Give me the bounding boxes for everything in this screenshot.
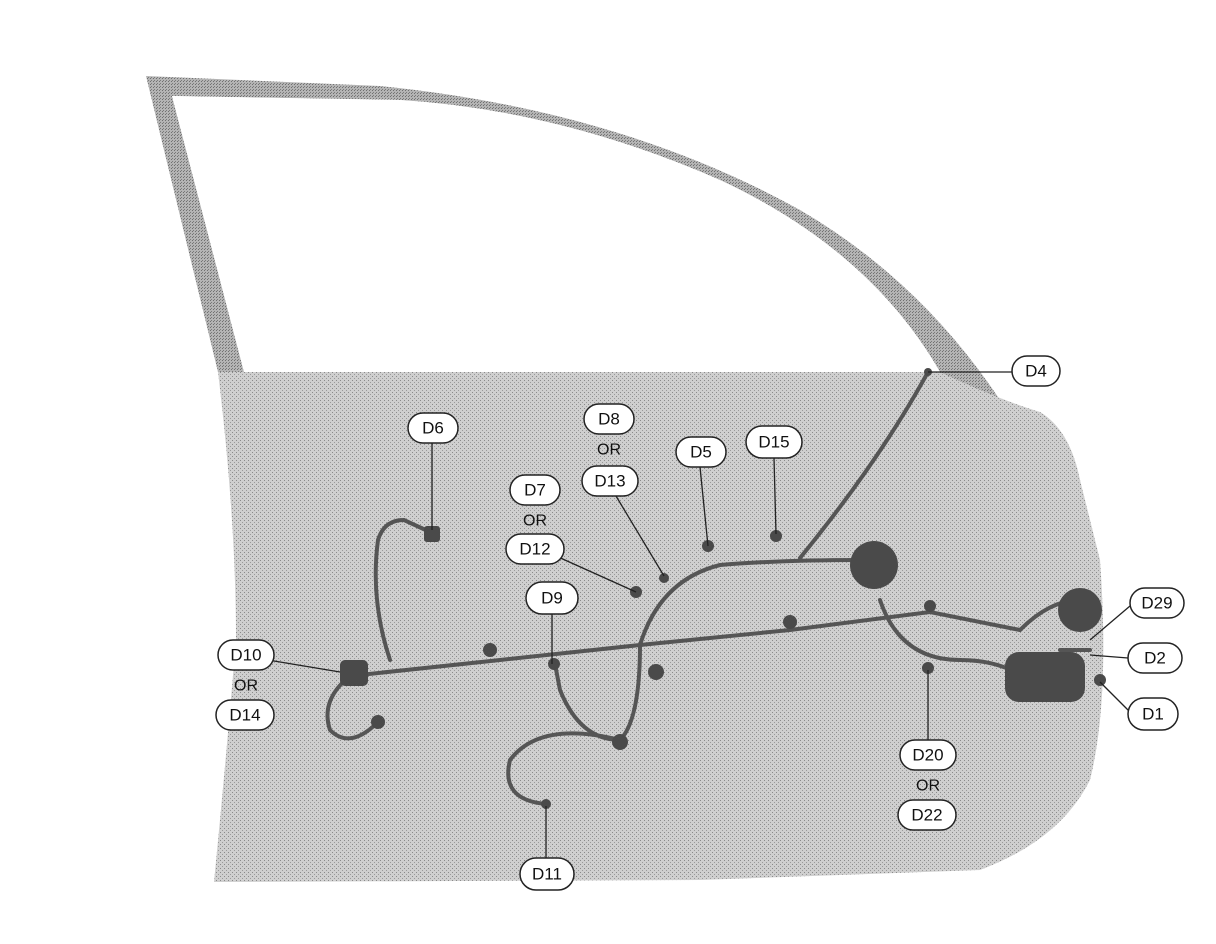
callout-d6-label: D6 xyxy=(422,419,444,438)
callout-d2-label: D2 xyxy=(1144,649,1166,668)
or-label-d10-d14: OR xyxy=(234,678,258,695)
callout-d15-label: D15 xyxy=(758,433,789,452)
callout-d22: D22 xyxy=(897,799,957,831)
callout-d7: D7 xyxy=(509,474,561,506)
door-panel xyxy=(214,372,1104,882)
callout-d9: D9 xyxy=(525,581,579,615)
door-body xyxy=(146,76,1104,882)
callout-d20: D20 xyxy=(899,739,957,771)
callout-d11-label: D11 xyxy=(532,865,562,884)
callout-d5-label: D5 xyxy=(690,443,712,462)
callout-d10-label: D10 xyxy=(230,646,261,665)
callout-d14: D14 xyxy=(215,699,275,731)
callout-d6: D6 xyxy=(407,412,459,444)
callout-d22-label: D22 xyxy=(911,806,942,825)
callout-d10: D10 xyxy=(217,639,275,671)
callout-d20-label: D20 xyxy=(912,746,943,765)
callout-d7-label: D7 xyxy=(524,481,546,500)
harness-connectors xyxy=(340,368,1106,809)
callout-d29-label: D29 xyxy=(1141,594,1172,613)
wiring-harness xyxy=(325,370,1092,806)
leader-lines xyxy=(267,371,1131,858)
callout-d5: D5 xyxy=(675,436,727,468)
callout-d15: D15 xyxy=(745,425,803,459)
callout-d8-label: D8 xyxy=(598,410,620,429)
callout-d4-label: D4 xyxy=(1025,362,1047,381)
callout-d13: D13 xyxy=(581,465,639,497)
window-opening xyxy=(172,96,940,372)
callout-d1: D1 xyxy=(1127,697,1179,731)
callout-d13-label: D13 xyxy=(594,472,625,491)
callout-d4: D4 xyxy=(1011,355,1061,387)
callout-d12: D12 xyxy=(505,533,565,565)
callout-d12-label: D12 xyxy=(519,540,550,559)
callout-d14-label: D14 xyxy=(229,706,260,725)
or-label-d20-d22: OR xyxy=(916,778,940,795)
callout-d1-label: D1 xyxy=(1142,705,1164,724)
callout-d29: D29 xyxy=(1129,587,1185,619)
callout-d11: D11 xyxy=(519,857,575,891)
callout-d2: D2 xyxy=(1127,642,1183,674)
callout-d8: D8 xyxy=(583,403,635,435)
or-label-d8-d13: OR xyxy=(597,442,621,459)
window-frame xyxy=(146,76,1000,408)
or-label-d7-d12: OR xyxy=(523,513,547,530)
callout-d9-label: D9 xyxy=(541,589,563,608)
